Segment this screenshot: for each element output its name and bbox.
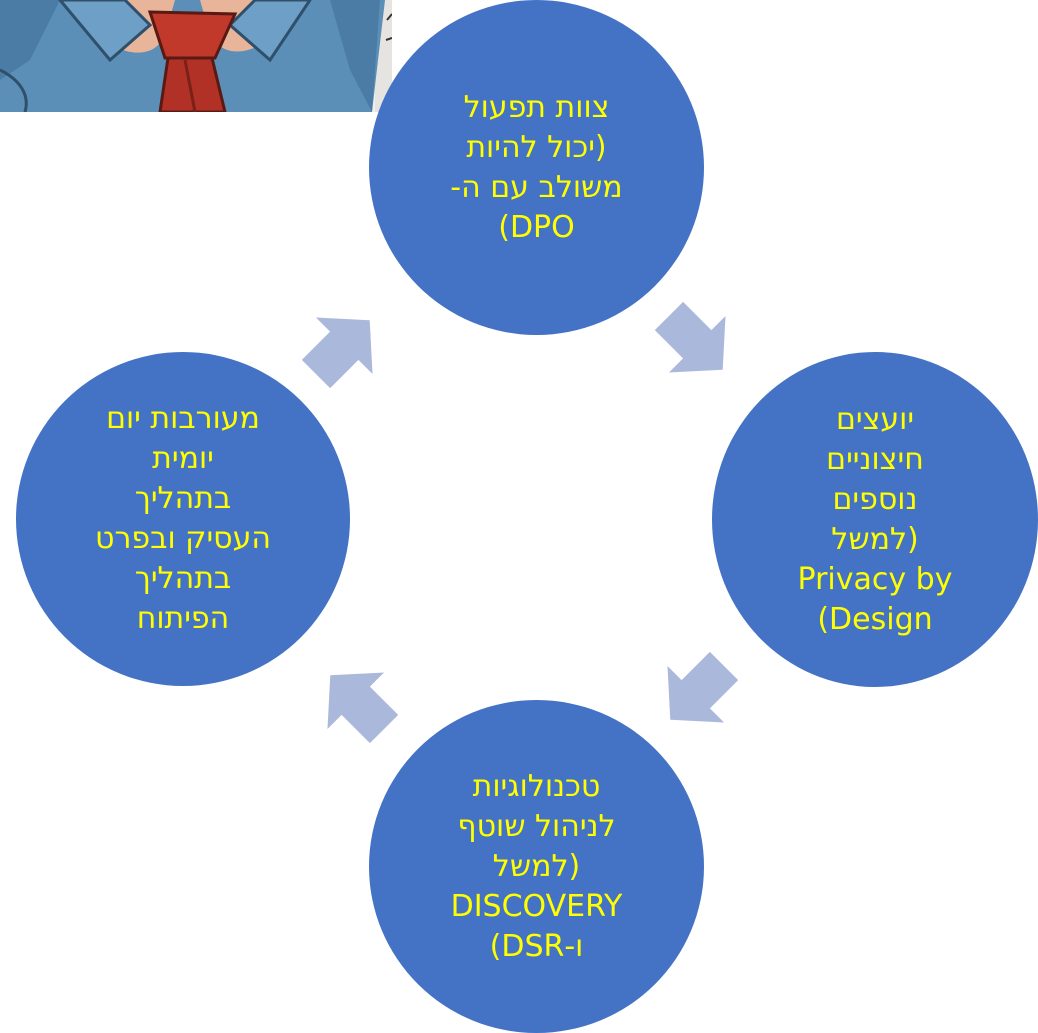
node-line: טכנולוגיות (472, 768, 601, 804)
node-line: מעורבות יום (106, 401, 260, 436)
node-line: יומית (152, 441, 214, 476)
node-operations-team: צוות תפעול (יכול להיות משולב עם ה- DPO) (369, 0, 704, 335)
node-line: בתהליך (134, 481, 232, 516)
node-line: לניהול שוטף (457, 808, 616, 844)
node-line: חיצוניים (826, 441, 924, 477)
node-line: הפיתוח (136, 601, 230, 636)
node-daily-involvement: מעורבות יום יומית בתהליך העסיק ובפרט בתה… (16, 352, 350, 686)
node-line: נוספים (832, 481, 918, 517)
arrow-icon (301, 317, 373, 389)
node-line: משולב עם ה- (450, 169, 623, 205)
node-line: Privacy by (797, 561, 953, 597)
node-line: יועצים (835, 401, 915, 437)
node-line: (למשל (492, 848, 581, 884)
node-line: DPO) (498, 209, 575, 245)
node-line: העסיק ובפרט (94, 521, 271, 556)
node-line: צוות תפעול (463, 89, 610, 125)
node-technologies: טכנולוגיות לניהול שוטף (למשל DISCOVERY ו… (369, 700, 704, 1033)
person-illustration (0, 0, 392, 112)
node-line: (למשל (831, 521, 919, 557)
arrow-icon (667, 651, 739, 723)
node-line: בתהליך (134, 561, 232, 596)
person-photo (0, 0, 392, 112)
node-line: DISCOVERY (450, 888, 623, 924)
arrow-icon (327, 672, 399, 744)
node-line: (יכול להיות (466, 129, 607, 165)
node-operations-team-text: צוות תפעול (יכול להיות משולב עם ה- DPO) (450, 88, 622, 248)
node-external-consultants-text: יועצים חיצוניים נוספים (למשל Privacy by … (798, 400, 953, 640)
arrow-icon (654, 301, 726, 373)
node-daily-involvement-text: מעורבות יום יומית בתהליך העסיק ובפרט בתה… (95, 399, 271, 639)
node-line: ו-DSR) (489, 928, 584, 964)
node-external-consultants: יועצים חיצוניים נוספים (למשל Privacy by … (712, 352, 1038, 687)
node-line: Design) (817, 601, 933, 637)
node-technologies-text: טכנולוגיות לניהול שוטף (למשל DISCOVERY ו… (451, 767, 623, 967)
